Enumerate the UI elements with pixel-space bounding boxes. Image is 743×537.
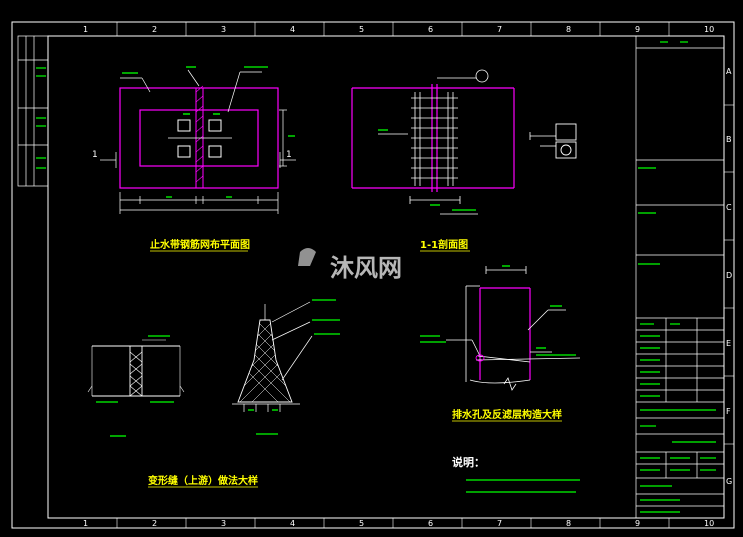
section-title: 1-1剖面图 xyxy=(420,238,468,251)
col-label: 2 xyxy=(152,519,157,528)
joint-detail xyxy=(87,335,185,437)
col-label: 6 xyxy=(428,519,433,528)
section-view xyxy=(351,69,577,215)
col-label: 7 xyxy=(497,519,502,528)
joint-title: 变形缝（上游）做法大样 xyxy=(148,474,258,487)
col-label: 4 xyxy=(290,519,295,528)
plan-view: 1 1 xyxy=(92,66,296,214)
col-label: 1 xyxy=(83,25,88,34)
drain-title: 排水孔及反滤层构造大样 xyxy=(452,408,562,421)
row-labels: A B C D E F G xyxy=(726,67,732,486)
col-label: 6 xyxy=(428,25,433,34)
row-label: G xyxy=(726,477,732,486)
bottom-column-labels: 1 2 3 4 5 6 7 8 9 10 xyxy=(83,519,714,528)
row-label: E xyxy=(726,339,731,348)
col-label: 5 xyxy=(359,25,364,34)
row-label: B xyxy=(726,135,732,144)
section-mark-left: 1 xyxy=(92,150,98,160)
watermark-text: 沐风网 xyxy=(330,254,402,282)
col-label: 7 xyxy=(497,25,502,34)
col-label: 10 xyxy=(704,519,714,528)
notes-lines xyxy=(466,479,580,493)
col-label: 3 xyxy=(221,25,226,34)
col-label: 8 xyxy=(566,519,571,528)
col-label: 3 xyxy=(221,519,226,528)
ruler-ticks xyxy=(116,22,734,528)
notes-title: 说明： xyxy=(452,455,485,469)
col-label: 1 xyxy=(83,519,88,528)
col-label: 10 xyxy=(704,25,714,34)
row-label: F xyxy=(726,407,731,416)
section-mark-right: 1 xyxy=(286,150,292,160)
col-label: 2 xyxy=(152,25,157,34)
tapered-joint-detail xyxy=(232,299,340,435)
watermark: 沐风网 xyxy=(298,248,402,282)
drain-detail xyxy=(420,265,581,391)
col-label: 5 xyxy=(359,519,364,528)
plan-title: 止水带钢筋网布平面图 xyxy=(150,238,250,251)
col-label: 9 xyxy=(635,519,640,528)
title-block xyxy=(635,35,725,519)
row-label: A xyxy=(726,67,732,76)
row-label: D xyxy=(726,271,732,280)
col-label: 9 xyxy=(635,25,640,34)
outer-frame xyxy=(11,21,735,529)
left-binding-strip xyxy=(17,35,49,187)
top-column-labels: 1 2 3 4 5 6 7 8 9 10 xyxy=(83,25,714,34)
col-label: 8 xyxy=(566,25,571,34)
col-label: 4 xyxy=(290,25,295,34)
row-label: C xyxy=(726,203,732,212)
